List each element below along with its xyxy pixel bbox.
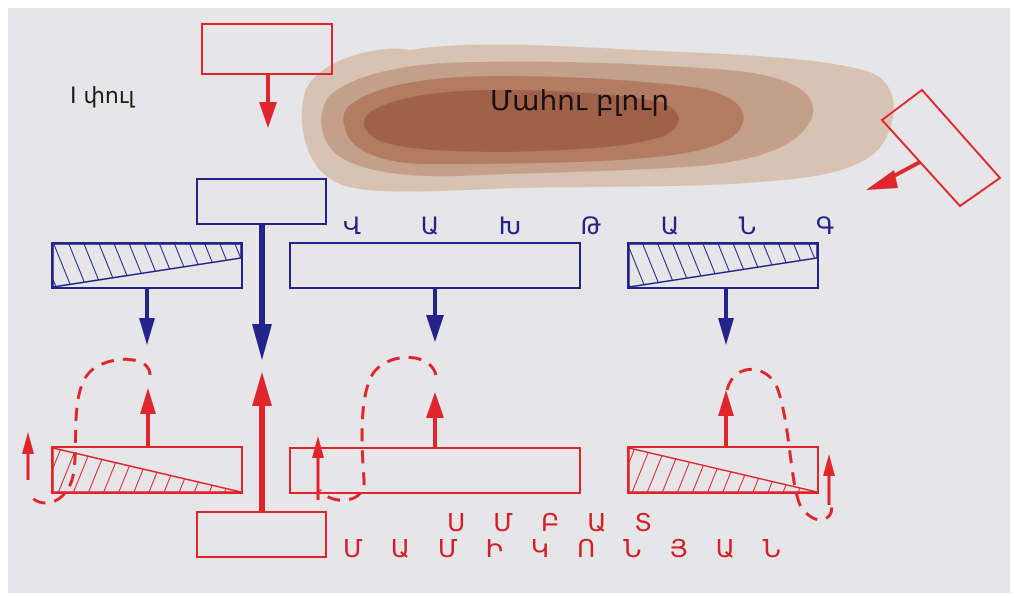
blue-left-wing — [52, 243, 242, 288]
hill-shape — [302, 45, 894, 192]
hill-label: Մահու բլուր — [490, 84, 669, 117]
red-army-label-line2: Մ Ա Մ Ի Կ Ո Ն Յ Ա Ն — [343, 534, 791, 563]
red-army-label-line1: Ս Մ Բ Ա Տ — [447, 508, 662, 537]
blue-right-wing — [628, 243, 818, 288]
phase-label: I փուլ — [70, 84, 135, 109]
blue-army-label: Վ Ա Խ Թ Ա Ն Գ — [343, 212, 860, 240]
red-left-wing — [52, 447, 242, 493]
